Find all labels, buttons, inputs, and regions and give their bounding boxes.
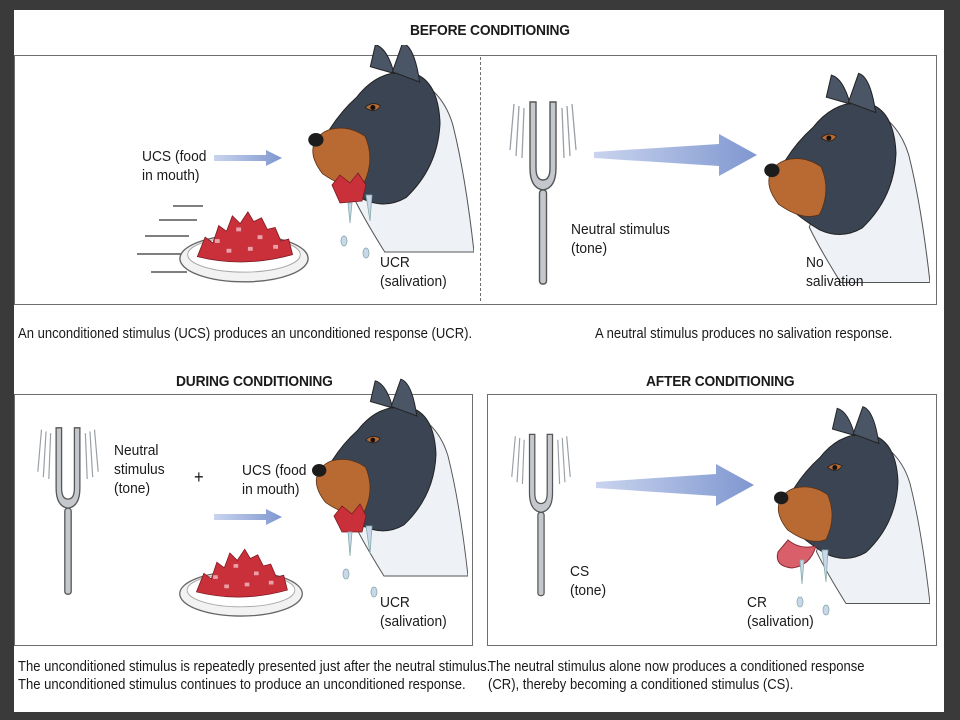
heading-after-conditioning: AFTER CONDITIONING (646, 373, 795, 390)
conditioning-diagram: BEFORE CONDITIONING UCS (food in mouth) … (14, 10, 944, 712)
arrow-right-icon (214, 509, 282, 525)
food-plate-icon (179, 548, 303, 617)
label-cs-tone: CS (tone) (570, 563, 607, 599)
arrow-right-icon (594, 134, 757, 176)
label-cr-salivation: CR (salivation) (747, 594, 814, 630)
label-no-salivation: No salivation (806, 254, 864, 290)
label-neutral-stimulus: Neutral stimulus (tone) (571, 221, 670, 257)
tuning-fork-icon (509, 101, 577, 285)
plus-sign: + (194, 467, 204, 487)
tuning-fork-icon (37, 427, 99, 595)
label-ucr-salivation: UCR (salivation) (380, 594, 447, 630)
heading-before-conditioning: BEFORE CONDITIONING (410, 22, 570, 39)
label-ucr-salivation: UCR (salivation) (380, 254, 447, 290)
tuning-fork-icon (511, 433, 571, 597)
dog-head-icon (311, 378, 468, 598)
dog-head-icon (773, 406, 930, 616)
arrow-right-icon (596, 464, 754, 506)
dog-head-icon (307, 45, 474, 259)
panel-divider (480, 57, 481, 301)
motion-lines (137, 205, 203, 273)
caption-before-right: A neutral stimulus produces no salivatio… (595, 326, 893, 342)
arrow-right-icon (214, 150, 282, 166)
food-plate-icon (176, 198, 312, 286)
heading-during-conditioning: DURING CONDITIONING (176, 373, 333, 390)
label-ucs-food: UCS (food in mouth) (142, 148, 207, 184)
label-ucs-food: UCS (food in mouth) (242, 462, 307, 498)
label-neutral-stimulus: Neutral stimulus (tone) (114, 442, 165, 497)
caption-after: The neutral stimulus alone now produces … (488, 659, 865, 693)
caption-before-left: An unconditioned stimulus (UCS) produces… (18, 326, 473, 342)
caption-during: The unconditioned stimulus is repeatedly… (18, 659, 491, 693)
